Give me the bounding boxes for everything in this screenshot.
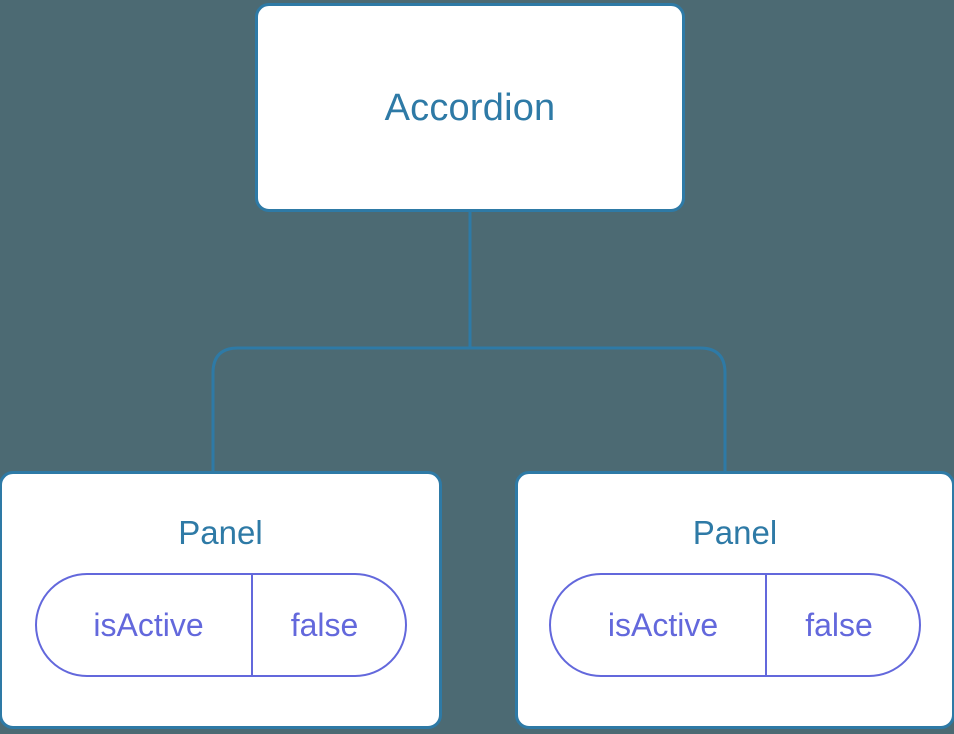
- node-accordion-label: Accordion: [384, 86, 556, 129]
- state-badge-value: false: [250, 575, 405, 675]
- state-badge-value: false: [765, 575, 919, 675]
- connector-to-right-panel: [470, 346, 727, 472]
- node-accordion[interactable]: Accordion: [255, 3, 685, 212]
- node-panel-2-label: Panel: [692, 514, 778, 551]
- state-badge-key: isActive: [607, 607, 719, 643]
- state-badge-panel-2[interactable]: isActive false: [549, 573, 921, 677]
- state-badge-panel-1[interactable]: isActive false: [34, 573, 407, 677]
- node-panel-2[interactable]: Panel isActive false: [515, 471, 954, 729]
- node-panel-1[interactable]: Panel isActive false: [0, 471, 442, 729]
- state-badge-key: isActive: [93, 607, 204, 643]
- node-panel-1-label: Panel: [178, 514, 263, 551]
- connector-to-left-panel: [211, 346, 470, 472]
